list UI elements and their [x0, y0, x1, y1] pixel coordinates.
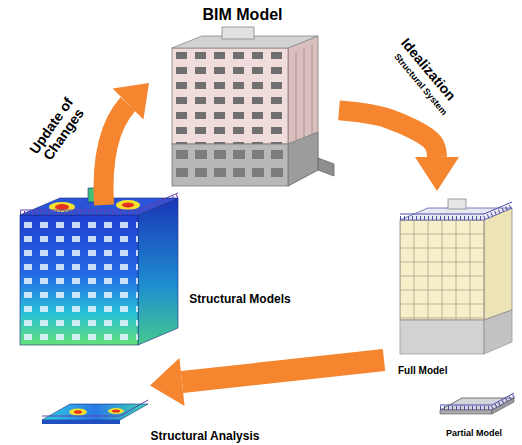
stage-label: Update of Changes — [21, 86, 96, 174]
flow-arrow — [339, 110, 459, 191]
arrow-head — [415, 157, 459, 191]
model-group: Full Model — [392, 195, 517, 378]
arrow-body — [339, 110, 437, 157]
update-arrow — [104, 83, 150, 205]
model-group: BIM Model — [150, 4, 335, 194]
partial-structural-model — [440, 393, 514, 414]
analysis-arrow — [150, 358, 384, 406]
stage-label: Structural Models — [165, 293, 315, 306]
analysis-result-building — [20, 188, 178, 345]
model-title: BIM Model — [203, 6, 283, 24]
bim-building — [172, 27, 334, 186]
model-title: Full Model — [398, 365, 447, 377]
model-group: Partial Model — [430, 380, 518, 440]
full-structural-model — [400, 199, 512, 354]
stage-label: Structural Analysis — [120, 430, 290, 443]
analysis-result-plate — [42, 400, 148, 424]
model-title: Partial Model — [446, 428, 502, 438]
